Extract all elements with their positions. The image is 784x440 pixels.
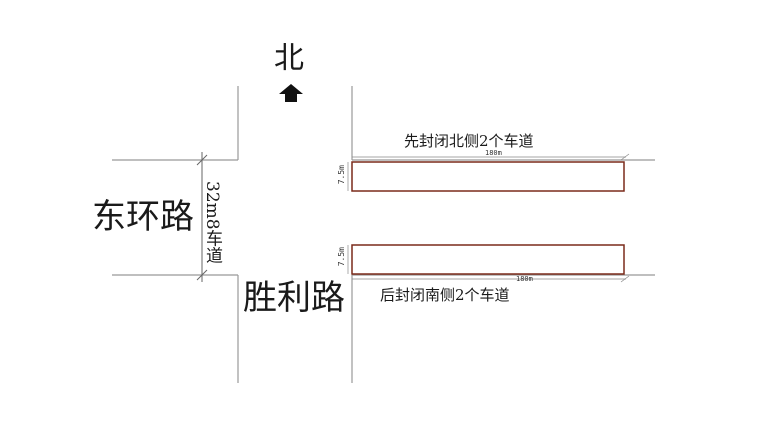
east-ring-road-width-note: 32m8车道 [202,181,222,264]
south-closure-label: 后封闭南侧2个车道 [380,286,510,304]
dimension-tick-top [196,154,208,166]
dimension-tick-bottom [196,269,208,281]
north-closure-label: 先封闭北侧2个车道 [404,132,534,150]
south-closure-zone [351,244,625,275]
north-closure-width: 7.5m [337,165,346,185]
east-ring-road-name: 东环路 [92,197,194,237]
south-zone-length-tick [620,275,630,283]
north-label: 北 [274,41,304,76]
north-closure-length: 180m [485,149,502,157]
shengli-road-name: 胜利路 [243,278,345,318]
north-zone-length-tick [620,153,630,161]
south-closure-length: 180m [516,275,533,283]
north-arrow-icon [279,84,303,102]
south-closure-width: 7.5m [337,247,346,267]
north-closure-zone [351,161,625,192]
